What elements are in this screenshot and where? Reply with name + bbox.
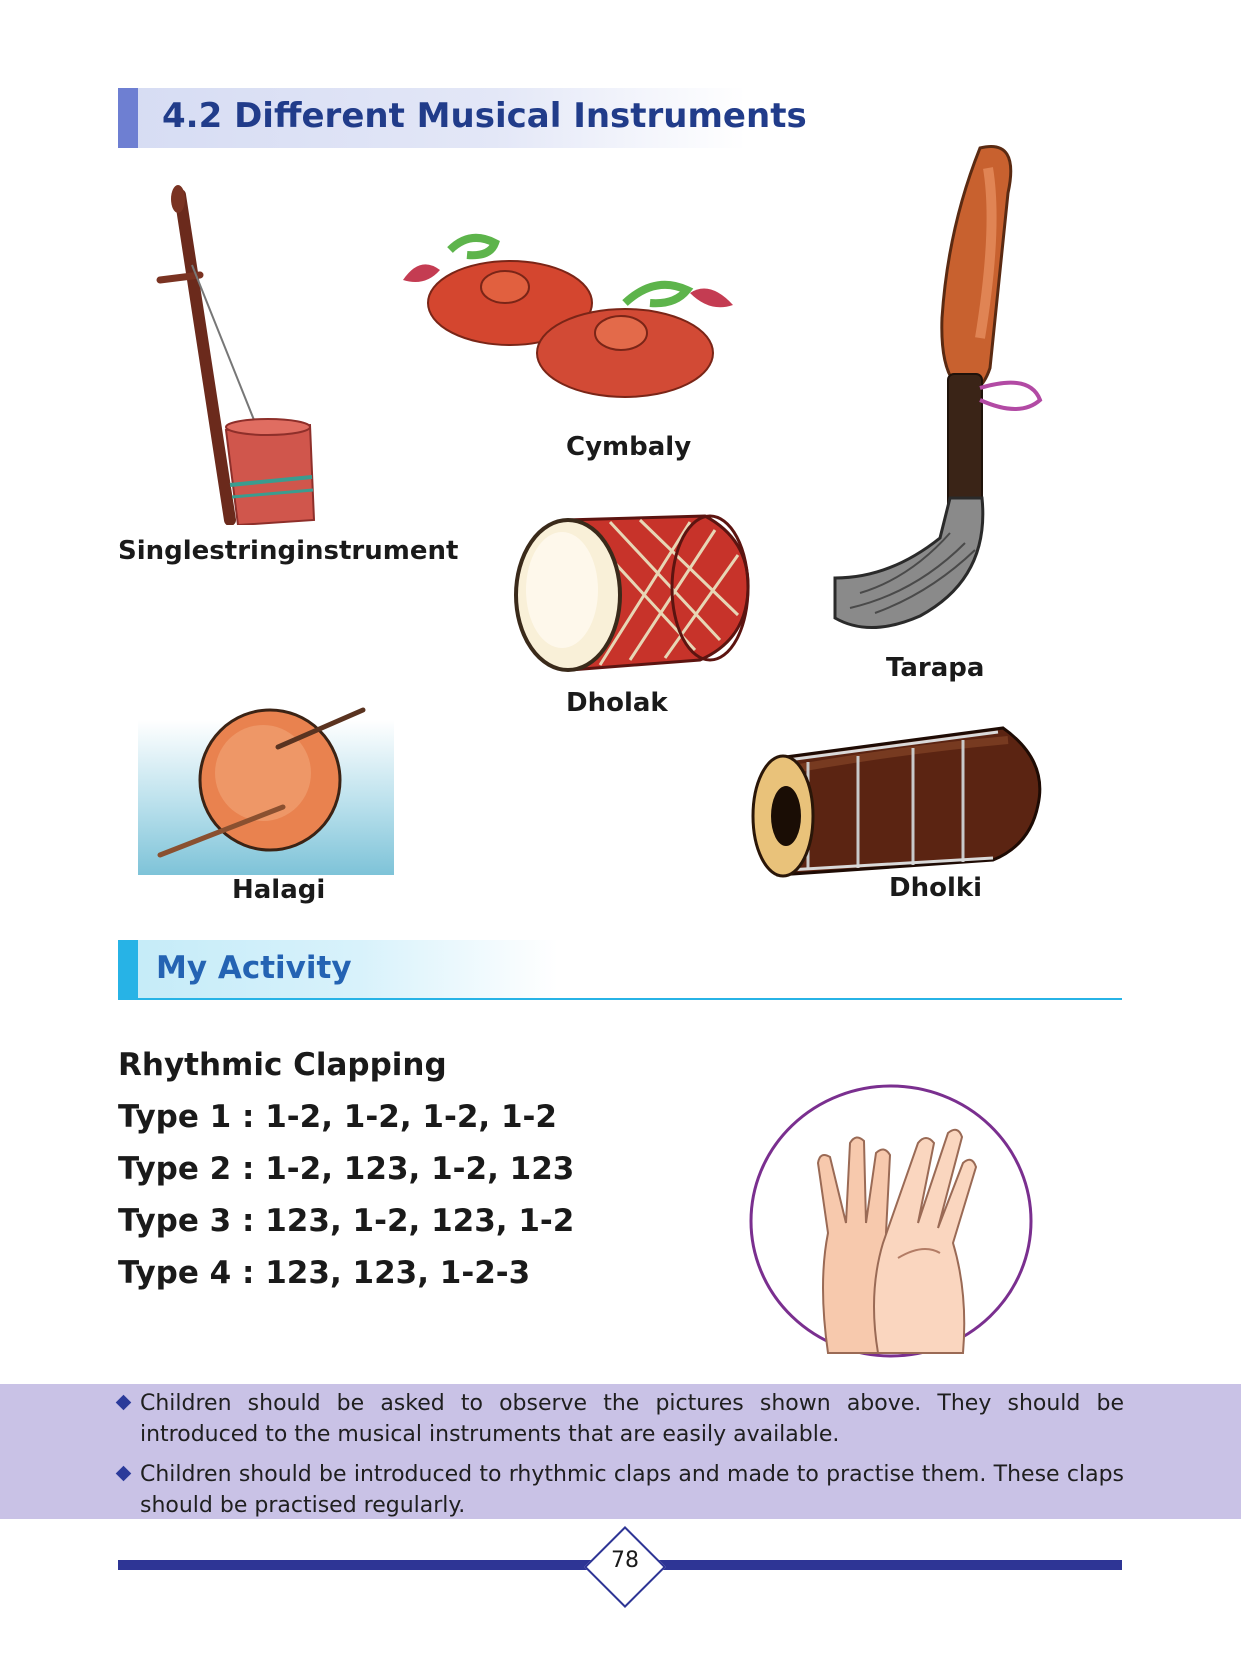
dholki-drum-image — [751, 726, 1042, 878]
label-tarapa: Tarapa — [886, 653, 985, 683]
section-title: 4.2 Different Musical Instruments — [162, 96, 807, 136]
rhythm-title: Rhythmic Clapping — [118, 1047, 447, 1083]
teacher-note-band: Children should be asked to observe the … — [0, 1384, 1241, 1519]
rhythm-type-4: Type 4 : 123, 123, 1-2-3 — [118, 1255, 531, 1291]
activity-heading: My Activity — [118, 940, 558, 1000]
cymbals-image — [403, 233, 733, 398]
teacher-note-1: Children should be asked to observe the … — [115, 1388, 1124, 1450]
teacher-note-2: Children should be introduced to rhythmi… — [115, 1459, 1124, 1521]
teacher-note-1-text: Children should be asked to observe the … — [140, 1391, 1124, 1447]
section-heading-bar — [118, 88, 138, 148]
label-dholak: Dholak — [566, 688, 668, 718]
rhythm-type-2: Type 2 : 1-2, 123, 1-2, 123 — [118, 1151, 575, 1187]
diamond-bullet-icon — [115, 1394, 132, 1411]
diamond-bullet-icon — [115, 1465, 132, 1482]
dholak-drum-image — [514, 514, 750, 672]
label-dholki: Dholki — [889, 873, 983, 903]
teacher-note-2-text: Children should be introduced to rhythmi… — [140, 1462, 1124, 1518]
halagi-drum-image — [138, 707, 394, 875]
activity-heading-text: My Activity — [156, 950, 352, 986]
clapping-hands-image — [749, 1084, 1033, 1358]
label-halagi: Halagi — [232, 875, 326, 905]
page-number: 78 — [611, 1548, 639, 1573]
tarapa-horn-image — [833, 145, 1043, 629]
label-single-string-instrument: Singlestringinstrument — [118, 536, 459, 566]
activity-heading-bar — [118, 940, 138, 1000]
label-cymbaly: Cymbaly — [566, 432, 692, 462]
activity-divider — [118, 998, 1122, 1000]
rhythm-type-1: Type 1 : 1-2, 1-2, 1-2, 1-2 — [118, 1099, 557, 1135]
single-string-instrument-image — [156, 185, 316, 525]
section-heading: 4.2 Different Musical Instruments — [118, 88, 807, 148]
rhythm-type-3: Type 3 : 123, 1-2, 123, 1-2 — [118, 1203, 575, 1239]
